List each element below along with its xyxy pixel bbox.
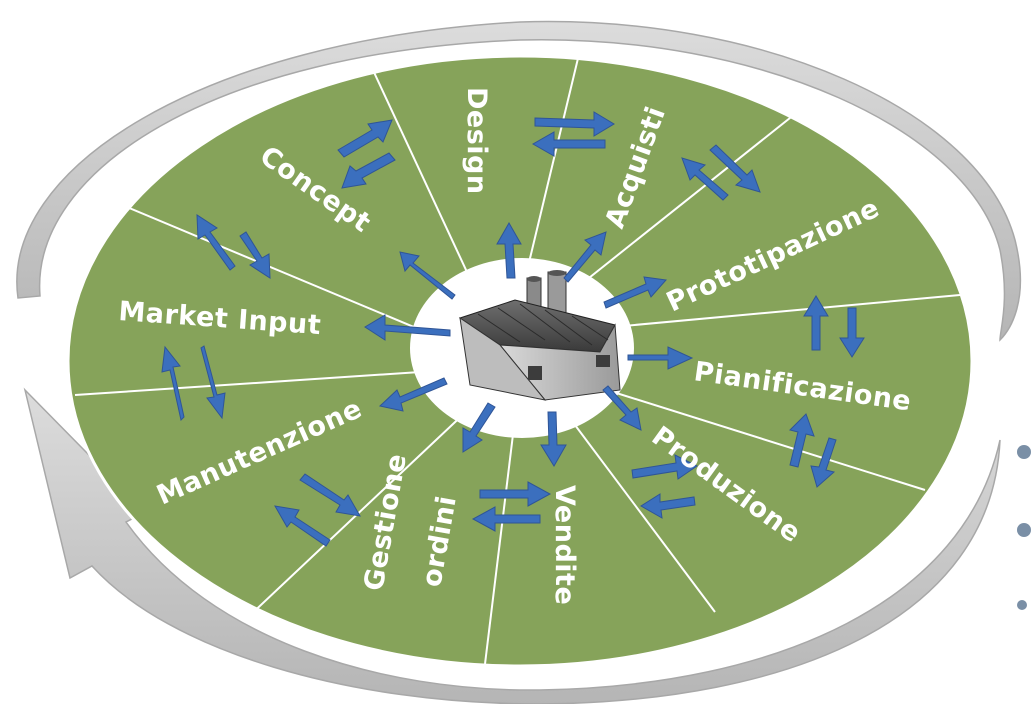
arrow-to-market-input [364, 314, 451, 341]
cycle-ring [16, 20, 1022, 704]
arrow-to-design [496, 221, 522, 279]
arrow-to-vendite [540, 411, 567, 467]
label-design: Design [461, 87, 492, 195]
arrow-to-prototipazione [603, 276, 667, 309]
arrow-to-manutenzione [378, 377, 448, 412]
radial-arrows [364, 221, 694, 467]
arrow-to-gestione-ordini [462, 402, 496, 453]
arrow-to-concept [399, 251, 456, 300]
arrow-to-pianificazione [627, 346, 694, 370]
label-vendite: Vendite [549, 485, 580, 605]
gear-icon [1017, 445, 1031, 610]
arrow-to-acquisti [563, 231, 607, 283]
arrow-to-produzione [602, 385, 642, 431]
process-arrows [161, 111, 865, 547]
factory-icon [458, 270, 621, 401]
